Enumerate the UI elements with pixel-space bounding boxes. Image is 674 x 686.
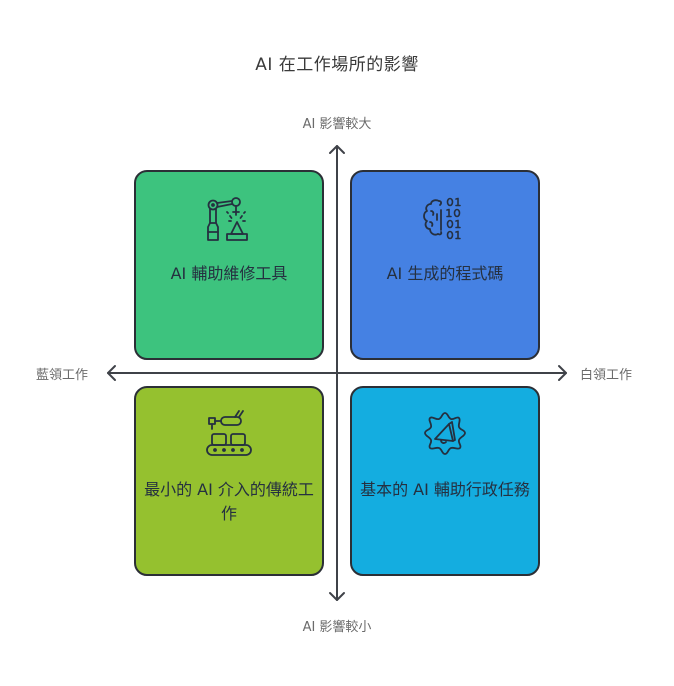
quadrant-top-left: AI 輔助維修工具 bbox=[134, 170, 324, 360]
arrow-up-icon bbox=[329, 145, 345, 154]
axis-label-right: 白領工作 bbox=[580, 368, 633, 383]
arrow-down-icon bbox=[329, 592, 345, 601]
arrow-left-icon bbox=[107, 365, 116, 381]
arrow-right-icon bbox=[558, 365, 567, 381]
gear-megaphone-icon bbox=[419, 410, 471, 462]
quadrant-top-right: AI 生成的程式碼 bbox=[350, 170, 540, 360]
robotic-arm-icon bbox=[203, 194, 255, 246]
conveyor-robot-icon bbox=[203, 410, 255, 462]
diagram-title: AI 在工作場所的影響 bbox=[255, 55, 419, 75]
axis-label-bottom: AI 影響較小 bbox=[302, 620, 372, 635]
axis-label-top: AI 影響較大 bbox=[302, 117, 372, 132]
brain-binary-icon bbox=[419, 194, 471, 246]
quadrant-bottom-right: 基本的 AI 輔助行政任務 bbox=[350, 386, 540, 576]
quadrant-label: 基本的 AI 輔助行政任務 bbox=[360, 480, 530, 499]
quadrant-label: 最小的 AI 介入的傳統工作 bbox=[144, 480, 314, 523]
axis-label-left: 藍領工作 bbox=[36, 368, 89, 383]
quadrant-label: AI 生成的程式碼 bbox=[386, 264, 504, 283]
quadrant-label: AI 輔助維修工具 bbox=[170, 264, 288, 283]
quadrant-bottom-left: 最小的 AI 介入的傳統工作 bbox=[134, 386, 324, 576]
